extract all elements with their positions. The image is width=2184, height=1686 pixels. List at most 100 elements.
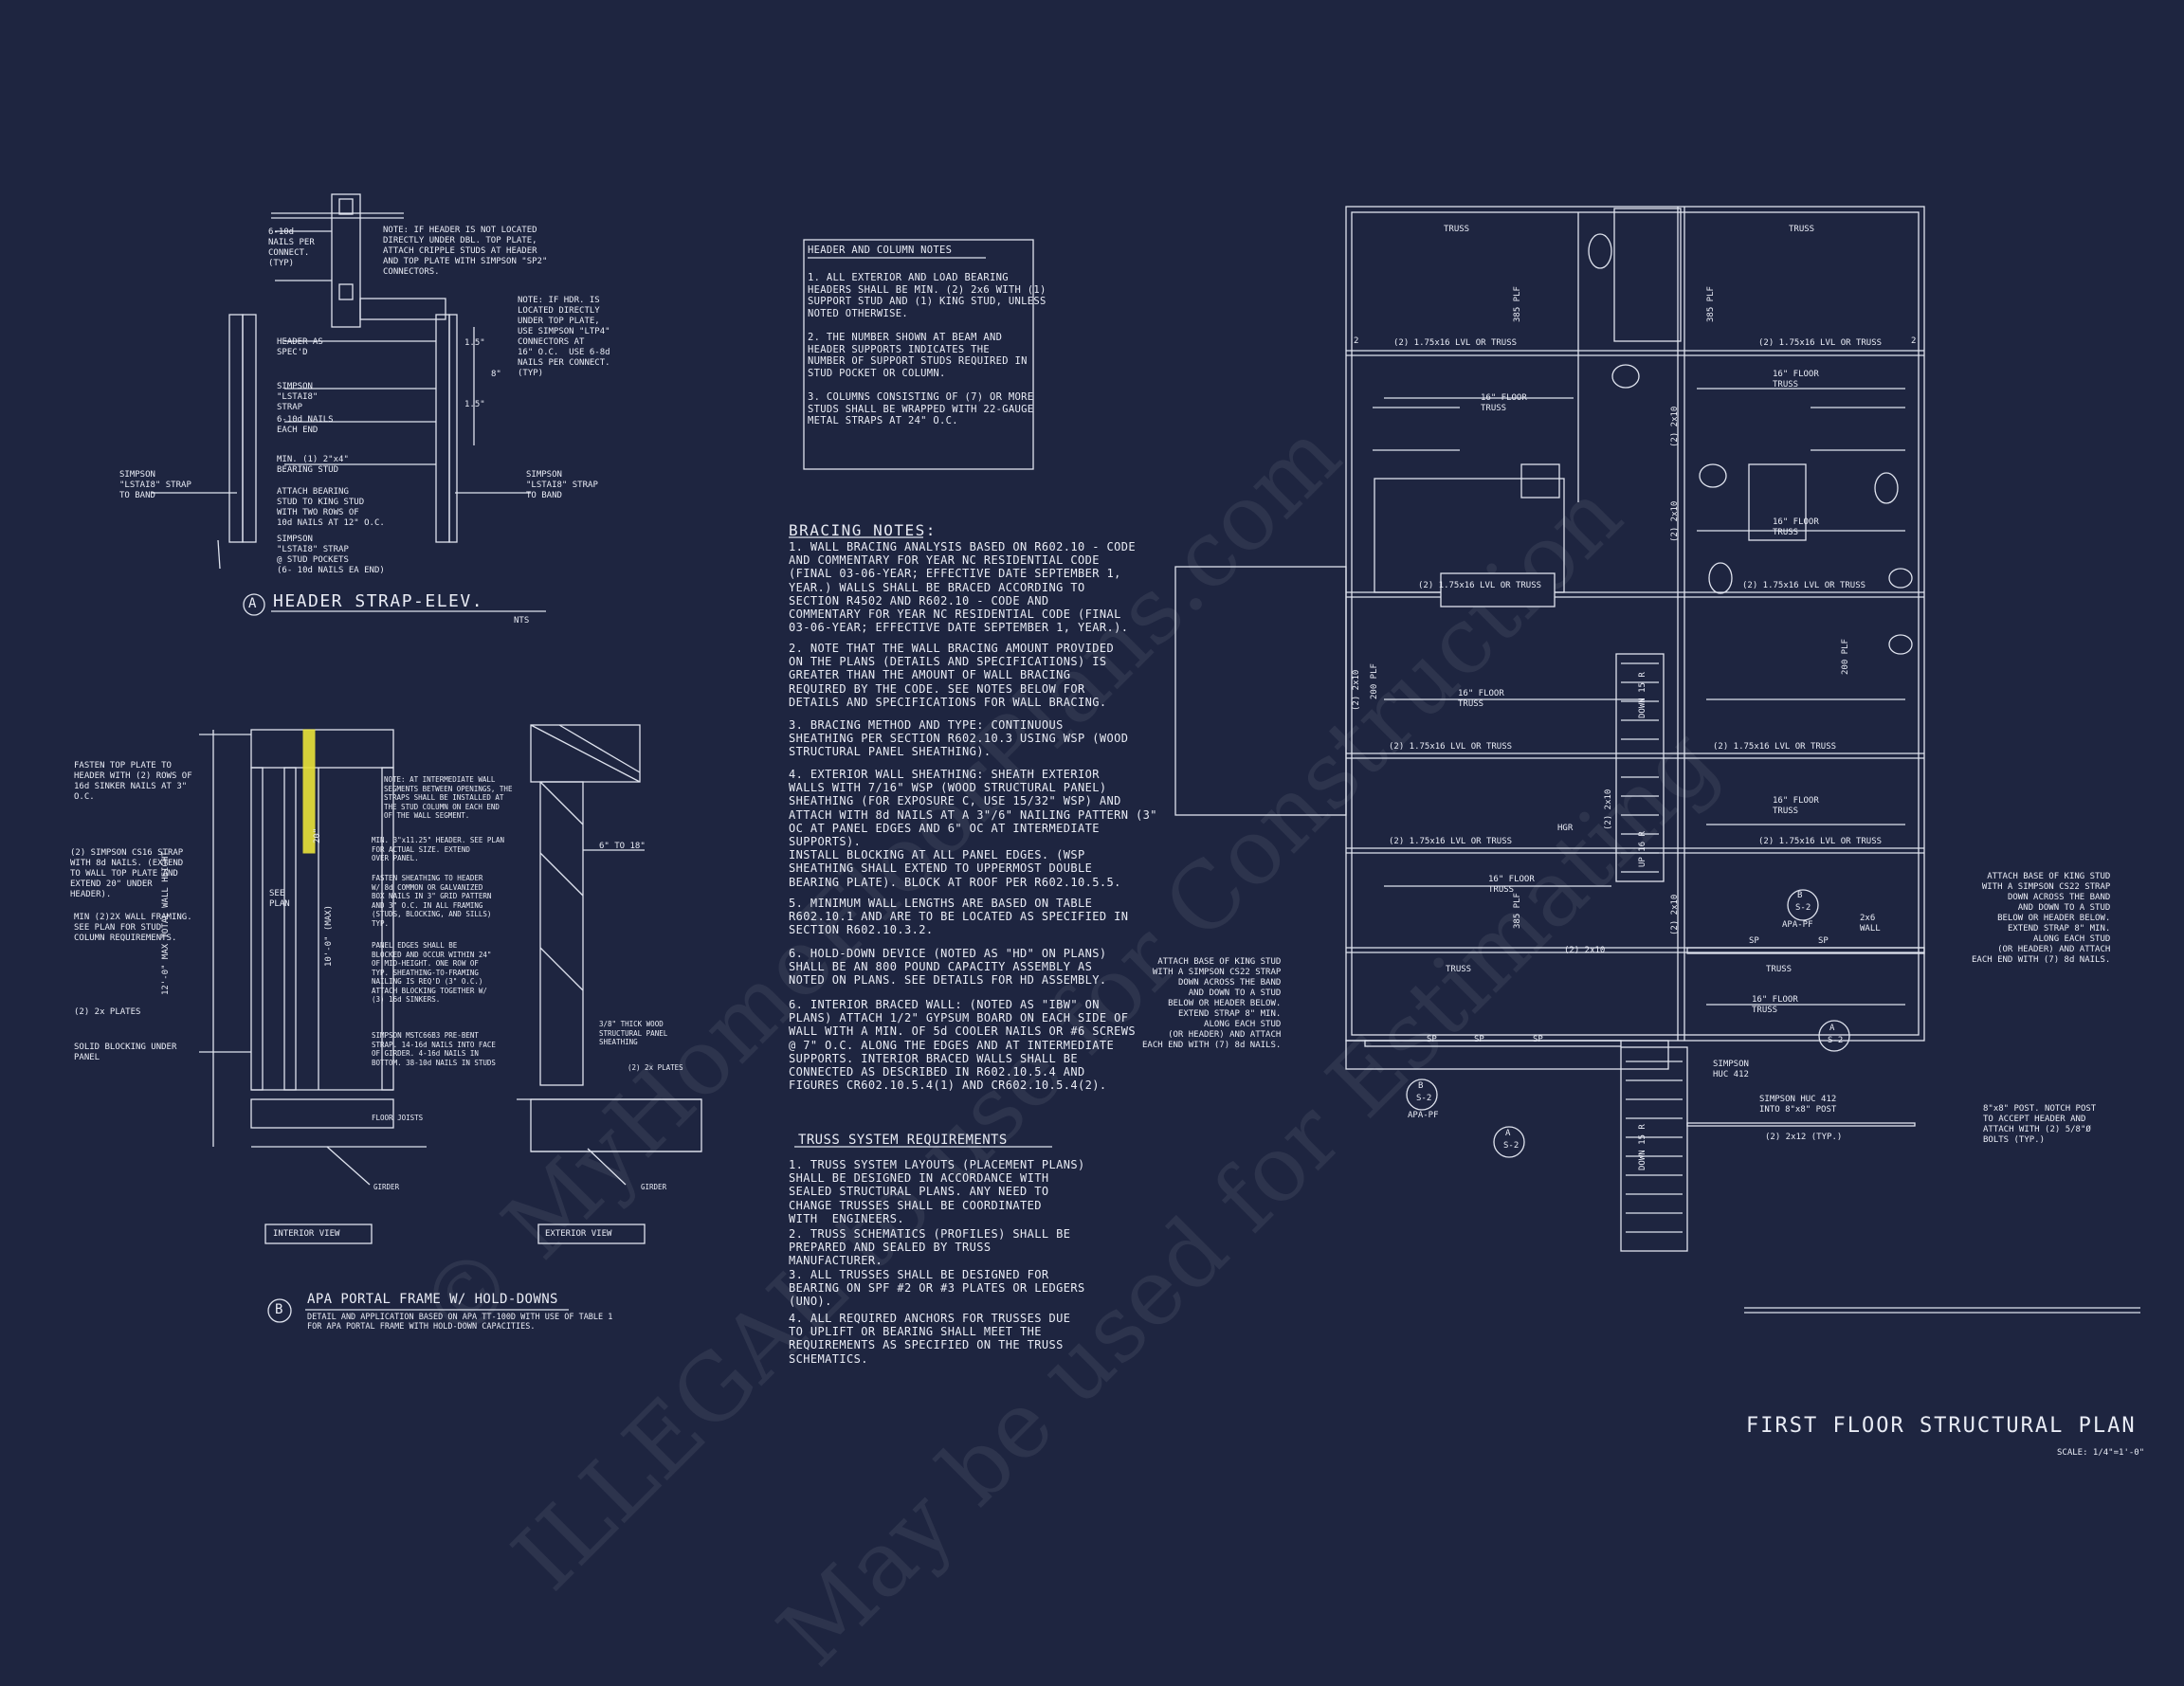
note-strap-to-band-right: SIMPSON "LSTAI8" STRAP TO BAND: [526, 470, 598, 500]
plan-floor-truss-2: 16" FLOOR TRUSS: [1773, 370, 1819, 390]
note-strap-to-band-left: SIMPSON "LSTAI8" STRAP TO BAND: [119, 470, 191, 500]
callout-a-letter-1: A: [1829, 1024, 1835, 1033]
plan-lvl-row1-left: (2) 1.75x16 LVL OR TRUSS: [1393, 338, 1518, 348]
plan-attach-note-left: ATTACH BASE OF KING STUD WITH A SIMPSON …: [1142, 957, 1282, 1050]
header-column-note-1: 1. ALL EXTERIOR AND LOAD BEARING HEADERS…: [808, 272, 1046, 319]
note-intermediate: NOTE: AT INTERMEDIATE WALL SEGMENTS BETW…: [384, 775, 513, 820]
bracing-notes-title: BRACING NOTES:: [789, 521, 937, 539]
plan-up-16r: UP 16 R: [1638, 831, 1647, 867]
plan-2x10-3: (2) 2x10: [1352, 669, 1361, 711]
plan-title: FIRST FLOOR STRUCTURAL PLAN: [1746, 1414, 2137, 1438]
plan-floor-truss-4: 16" FLOOR TRUSS: [1458, 689, 1504, 709]
portal-frame-interior: [199, 729, 427, 1244]
plan-floor-truss-1: 16" FLOOR TRUSS: [1481, 393, 1527, 413]
plan-sp-2: SP: [1474, 1035, 1484, 1044]
bracing-note-1: 1. WALL BRACING ANALYSIS BASED ON R602.1…: [789, 540, 1136, 635]
detail-b-title: APA PORTAL FRAME W/ HOLD-DOWNS: [307, 1292, 558, 1307]
plan-floor-truss-5: 16" FLOOR TRUSS: [1773, 796, 1819, 816]
plan-lvl-row1-right: (2) 1.75x16 LVL OR TRUSS: [1758, 338, 1883, 348]
plan-post-note: 8"x8" POST. NOTCH POST TO ACCEPT HEADER …: [1983, 1104, 2097, 1145]
bracing-note-3: 3. BRACING METHOD AND TYPE: CONTINUOUS S…: [789, 718, 1129, 759]
plan-2x10-4: (2) 2x10: [1604, 789, 1613, 830]
header-column-notes-title: HEADER AND COLUMN NOTES: [808, 245, 953, 256]
callout-b-letter-2: B: [1418, 1081, 1424, 1091]
truss-requirement-4: 4. ALL REQUIRED ANCHORS FOR TRUSSES DUE …: [789, 1312, 1071, 1366]
detail-a-marker: A: [248, 596, 257, 611]
plan-385-plf-1: 385 PLF: [1513, 286, 1522, 322]
interior-view-label: INTERIOR VIEW: [273, 1229, 340, 1239]
header-column-notes-box: [803, 239, 1034, 470]
note-cs16-strap: (2) SIMPSON CS16 STRAP WITH 8d NAILS. (E…: [70, 848, 184, 899]
header-strap-elevation: [152, 193, 546, 616]
truss-requirements-title: TRUSS SYSTEM REQUIREMENTS: [798, 1133, 1008, 1148]
plan-support-2-b: 2: [1911, 336, 1917, 346]
plan-2x10-5: (2) 2x10: [1670, 894, 1680, 935]
callout-a-s2-1: S-2: [1828, 1036, 1844, 1045]
truss-requirement-2: 2. TRUSS SCHEMATICS (PROFILES) SHALL BE …: [789, 1227, 1071, 1268]
note-min-wall-framing: MIN (2)2X WALL FRAMING. SEE PLAN FOR STU…: [74, 913, 192, 943]
plan-sp-4: SP: [1749, 936, 1759, 946]
bracing-note-7: 6. INTERIOR BRACED WALL: (NOTED AS "IBW"…: [789, 998, 1136, 1093]
detail-b-marker: B: [275, 1302, 283, 1317]
portal-frame-exterior: [267, 724, 702, 1323]
plan-floor-truss-6: 16" FLOOR TRUSS: [1488, 875, 1535, 895]
callout-a-s2-2: S-2: [1503, 1141, 1520, 1151]
note-solid-blocking: SOLID BLOCKING UNDER PANEL: [74, 1042, 177, 1062]
dim-8: 8": [491, 370, 501, 379]
callout-b-letter-1: B: [1797, 891, 1803, 900]
dim-6-to-18: 6" TO 18": [599, 842, 646, 851]
bracing-note-2: 2. NOTE THAT THE WALL BRACING AMOUNT PRO…: [789, 642, 1115, 709]
plan-2x10-1: (2) 2x10: [1670, 406, 1680, 447]
note-lstai8-strap: SIMPSON "LSTAI8" STRAP: [277, 382, 318, 412]
plan-hgr: HGR: [1557, 824, 1574, 833]
note-min-header: MIN. 3"x11.25" HEADER. SEE PLAN FOR ACTU…: [372, 836, 504, 862]
plan-scale: SCALE: 1/4"=1'-0": [2057, 1448, 2145, 1458]
exterior-view-label: EXTERIOR VIEW: [545, 1229, 612, 1239]
dim-10-max: 10'-0" (MAX): [324, 904, 334, 967]
header-column-note-3: 3. COLUMNS CONSISTING OF (7) OR MORE STU…: [808, 391, 1034, 426]
plan-truss-lower-left: TRUSS: [1446, 965, 1472, 974]
note-thick-wood: 3/8" THICK WOOD STRUCTURAL PANEL SHEATHI…: [599, 1020, 668, 1046]
note-2x-plates-ext: (2) 2x PLATES: [628, 1063, 683, 1072]
note-mstc: SIMPSON MSTC66B3 PRE-BENT STRAP. 14-16d …: [372, 1031, 496, 1067]
plan-truss-top-right: TRUSS: [1789, 225, 1815, 234]
note-fasten-top-plate: FASTEN TOP PLATE TO HEADER WITH (2) ROWS…: [74, 761, 192, 802]
note-nails-each-end: 6-10d NAILS EACH END: [277, 415, 334, 435]
note-nails-per-connect: 6-10d NAILS PER CONNECT. (TYP): [268, 227, 315, 268]
plan-sp-5: SP: [1818, 936, 1829, 946]
note-header-not-located: NOTE: IF HEADER IS NOT LOCATED DIRECTLY …: [383, 226, 548, 277]
bracing-note-4: 4. EXTERIOR WALL SHEATHING: SHEATH EXTER…: [789, 768, 1157, 889]
plan-simpson-huc: SIMPSON HUC 412: [1713, 1060, 1749, 1079]
truss-requirement-3: 3. ALL TRUSSES SHALL BE DESIGNED FOR BEA…: [789, 1268, 1085, 1309]
plan-attach-note-right: ATTACH BASE OF KING STUD WITH A SIMPSON …: [1972, 872, 2111, 965]
plan-2x12-typ: (2) 2x12 (TYP.): [1765, 1133, 1843, 1142]
plan-lvl-row2-right: (2) 1.75x16 LVL OR TRUSS: [1742, 581, 1866, 590]
plan-support-2-a: 2: [1354, 336, 1359, 346]
callout-a-letter-2: A: [1505, 1129, 1511, 1138]
note-attach-bearing: ATTACH BEARING STUD TO KING STUD WITH TW…: [277, 487, 385, 528]
note-girder-interior: GIRDER: [373, 1183, 400, 1191]
callout-b-s2-1: S-2: [1795, 903, 1811, 913]
note-header-located: NOTE: IF HDR. IS LOCATED DIRECTLY UNDER …: [518, 296, 610, 378]
plan-sp-1: SP: [1427, 1035, 1437, 1044]
dim-20: 20": [313, 827, 322, 843]
plan-sp-3: SP: [1533, 1035, 1543, 1044]
dim-1-5-bottom: 1.5": [464, 400, 485, 409]
plan-floor-truss-3: 16" FLOOR TRUSS: [1773, 517, 1819, 537]
note-girder-exterior: GIRDER: [641, 1183, 667, 1191]
detail-a-scale: NTS: [514, 616, 530, 625]
plan-385-plf-2: 385 PLF: [1706, 286, 1716, 322]
dim-max-wall-height: 12'-0" MAX TOTAL WALL HEIGHT: [161, 851, 171, 995]
plan-385-plf-3: 385 PLF: [1513, 893, 1522, 929]
header-column-note-2: 2. THE NUMBER SHOWN AT BEAM AND HEADER S…: [808, 332, 1028, 379]
callout-b-s2-2: S-2: [1416, 1094, 1432, 1103]
note-header-as-specd: HEADER AS SPEC'D: [277, 337, 323, 357]
plan-truss-top-left: TRUSS: [1444, 225, 1470, 234]
note-stud-pockets: SIMPSON "LSTAI8" STRAP @ STUD POCKETS (6…: [277, 535, 385, 575]
plan-apa-pf-2: APA-PF: [1408, 1111, 1439, 1120]
bracing-note-5: 5. MINIMUM WALL LENGTHS ARE BASED ON TAB…: [789, 897, 1129, 937]
plan-apa-pf-1: APA-PF: [1782, 920, 1813, 930]
plan-floor-truss-7: 16" FLOOR TRUSS: [1752, 995, 1798, 1015]
drawing-linework: [152, 193, 2140, 1323]
plan-lvl-row4-left: (2) 1.75x16 LVL OR TRUSS: [1389, 837, 1513, 846]
